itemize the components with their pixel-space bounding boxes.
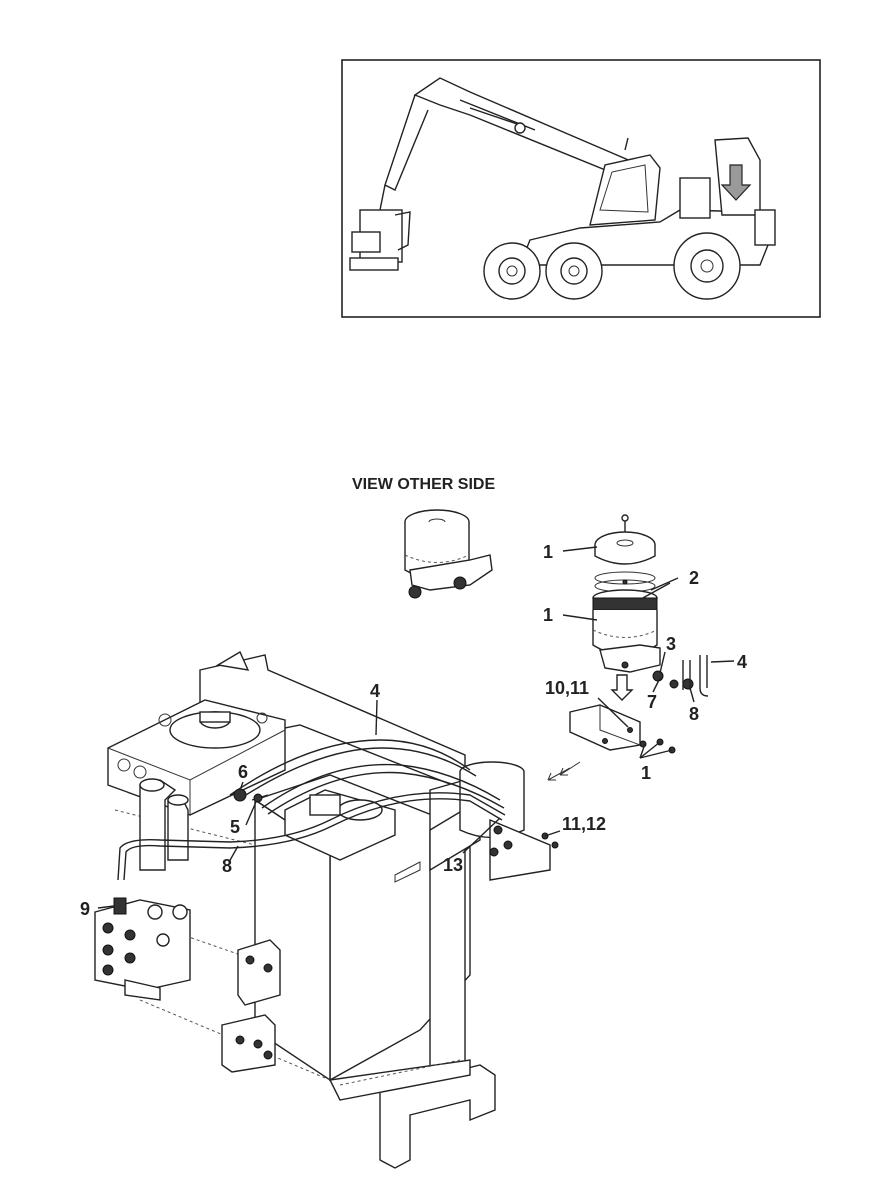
callout-9: 9 (80, 899, 90, 919)
callout-3: 3 (666, 634, 676, 654)
location-arrow-icon (720, 164, 752, 201)
callout-4-pipe: 4 (737, 652, 747, 672)
harvester-machine-icon (349, 77, 776, 300)
leader-lines (97, 546, 735, 909)
callout-13: 13 (443, 855, 463, 875)
wheel-front (483, 242, 541, 300)
callout-2: 2 (689, 568, 699, 588)
callout-1-bolts: 1 (641, 763, 651, 783)
wheel-rear (673, 232, 741, 300)
lower-valve-block (221, 939, 281, 1073)
callouts: 1 2 1 3 4 7 8 10,11 1 4 6 5 8 11,12 13 9 (80, 542, 747, 919)
callout-8-hose: 8 (222, 856, 232, 876)
callout-5: 5 (230, 817, 240, 837)
callout-1-lid: 1 (543, 542, 553, 562)
hydraulic-tank-assembly (94, 650, 559, 1169)
inset-overview (341, 59, 821, 318)
view-title: VIEW OTHER SIDE (352, 476, 495, 493)
callout-1-bowl: 1 (543, 605, 553, 625)
valve-block (94, 899, 191, 1001)
callout-11-12: 11,12 (562, 814, 606, 834)
view-other-side-filter (404, 509, 493, 599)
callout-6: 6 (238, 762, 248, 782)
wheel-middle (545, 242, 603, 300)
exploded-filter-assembly (547, 514, 709, 781)
callout-4-hose: 4 (370, 681, 380, 701)
callout-8-fitting: 8 (689, 704, 699, 724)
callout-7: 7 (647, 692, 657, 712)
callout-10-11: 10,11 (545, 678, 589, 698)
